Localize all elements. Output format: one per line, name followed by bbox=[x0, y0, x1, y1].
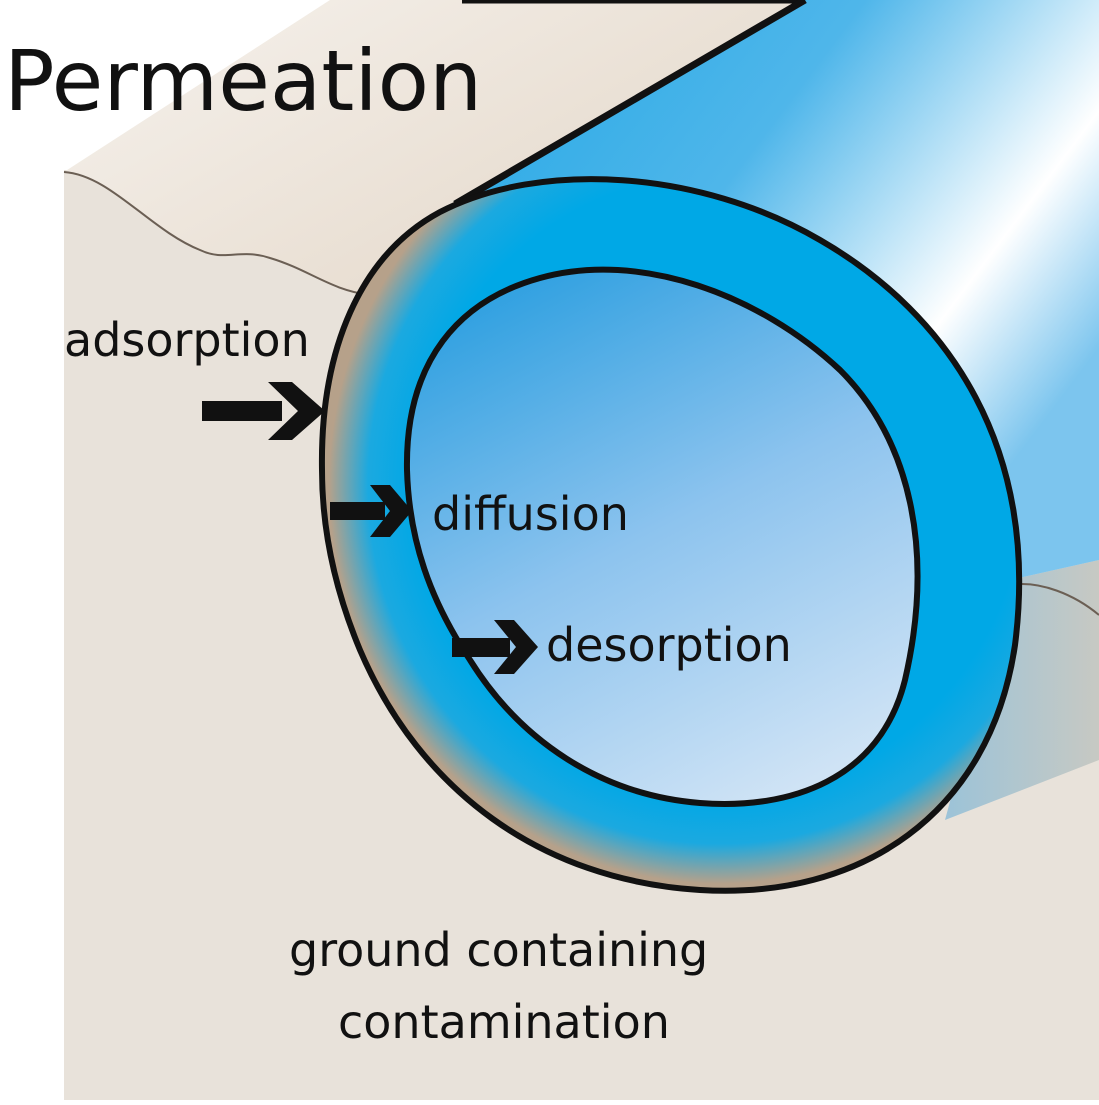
pipe-top-edge-line bbox=[453, 0, 807, 208]
right-arrow-icon bbox=[202, 382, 325, 440]
pipe-far-side bbox=[945, 560, 1099, 820]
label-desorption: desorption bbox=[546, 618, 792, 672]
ground-surface-edge bbox=[63, 171, 371, 296]
right-arrow-icon bbox=[330, 485, 412, 537]
label-diffusion: diffusion bbox=[432, 487, 629, 541]
label-adsorption: adsorption bbox=[64, 313, 310, 367]
pipe-wall bbox=[321, 179, 1020, 891]
label-ground-line2: contamination bbox=[338, 995, 670, 1049]
label-ground-line1: ground containing bbox=[289, 923, 708, 977]
pipe-bore bbox=[403, 266, 921, 807]
pipe-outer-rim bbox=[318, 176, 1023, 894]
diagram-title: Permeation bbox=[4, 32, 482, 130]
right-arrow-icon bbox=[452, 620, 538, 674]
